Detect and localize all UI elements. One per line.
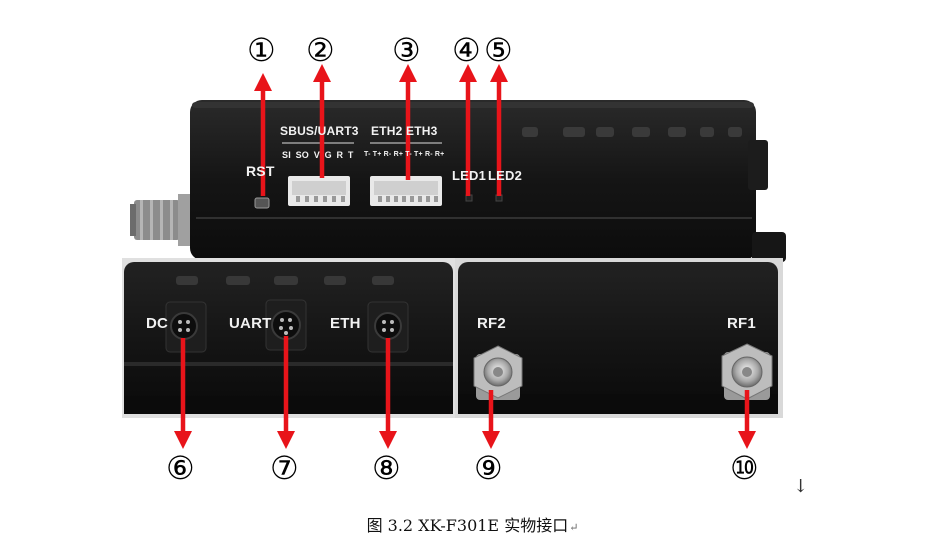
callout-3: ③ [392,31,421,69]
callout-7: ⑦ [270,449,299,487]
callout-arrows [174,64,756,449]
label-eth: ETH [330,315,361,332]
label-led1: LED1 [452,168,487,183]
callout-6: ⑥ [166,449,195,487]
sma-connector-left [130,194,192,246]
figure-caption: 图 3.2 XK-F301E 实物接口↵ [0,512,945,536]
return-mark: ↵ [569,521,579,534]
label-uart: UART [229,315,272,332]
label-rst: RST [246,163,275,179]
callout-4: ④ [452,31,481,69]
cursor-mark: ↓ [793,476,809,497]
eth23-connector [370,142,442,206]
label-rf2: RF2 [477,315,506,332]
top-device [130,100,786,262]
callout-8: ⑧ [372,449,401,487]
label-eth-pins: T- T+ R- R+ T- T+ R- R+ [364,151,445,158]
callout-10: ⑩ [730,449,759,487]
bottom-left-panel [122,258,455,418]
label-led2: LED2 [488,168,523,183]
uart3-connector [282,142,354,206]
label-sbus-pins: SI SO V G R T [282,150,354,160]
callout-1: ① [247,31,276,69]
callout-9: ⑨ [474,449,503,487]
label-rf1: RF1 [727,315,756,332]
caption-text: 图 3.2 XK-F301E 实物接口 [366,516,569,535]
label-dc: DC [146,315,169,332]
callout-2: ② [306,31,335,69]
callout-5: ⑤ [484,31,513,69]
label-eth23: ETH2 ETH3 [371,124,438,138]
bottom-right-panel [455,258,783,418]
label-sbus-uart3: SBUS/UART3 [280,124,359,138]
